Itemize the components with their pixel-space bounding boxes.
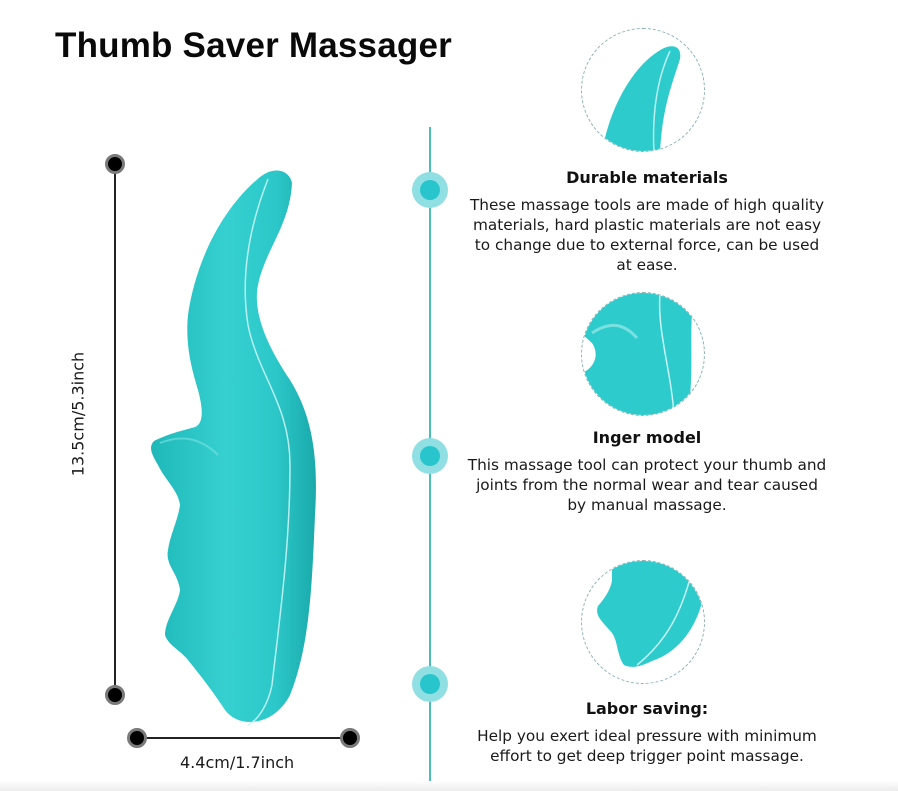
feature-body: These massage tools are made of high qua… — [469, 196, 825, 274]
feature-labor-saving: Labor saving: Help you exert ideal press… — [466, 699, 828, 766]
feature-inger-model: Inger model This massage tool can protec… — [466, 428, 828, 515]
bottom-edge-shadow — [0, 781, 898, 791]
feature-body: Help you exert ideal pressure with minim… — [477, 727, 817, 765]
dimension-endpoint-icon — [105, 154, 125, 174]
width-dimension-label: 4.4cm/1.7inch — [180, 753, 295, 772]
feature-heading: Durable materials — [566, 168, 728, 187]
timeline-node-icon — [412, 172, 448, 208]
timeline-node-icon — [412, 438, 448, 474]
dimension-endpoint-icon — [340, 728, 360, 748]
thumb-massager-product-image — [151, 170, 316, 726]
page-title: Thumb Saver Massager — [55, 26, 452, 65]
feature-body: This massage tool can protect your thumb… — [467, 456, 827, 514]
timeline-node-icon — [412, 666, 448, 702]
dimension-endpoint-icon — [127, 728, 147, 748]
height-dimension-label: 13.5cm/5.3inch — [68, 351, 88, 477]
feature-heading: Labor saving: — [585, 699, 709, 718]
knob-closeup-image — [581, 560, 705, 684]
feature-durable-materials: Durable materials These massage tools ar… — [466, 168, 828, 275]
feature-heading: Inger model — [592, 428, 702, 447]
tip-closeup-image — [581, 28, 705, 152]
height-dimension-line — [114, 163, 116, 694]
grip-closeup-image — [581, 292, 705, 416]
width-dimension-line — [137, 737, 351, 739]
dimension-endpoint-icon — [105, 685, 125, 705]
